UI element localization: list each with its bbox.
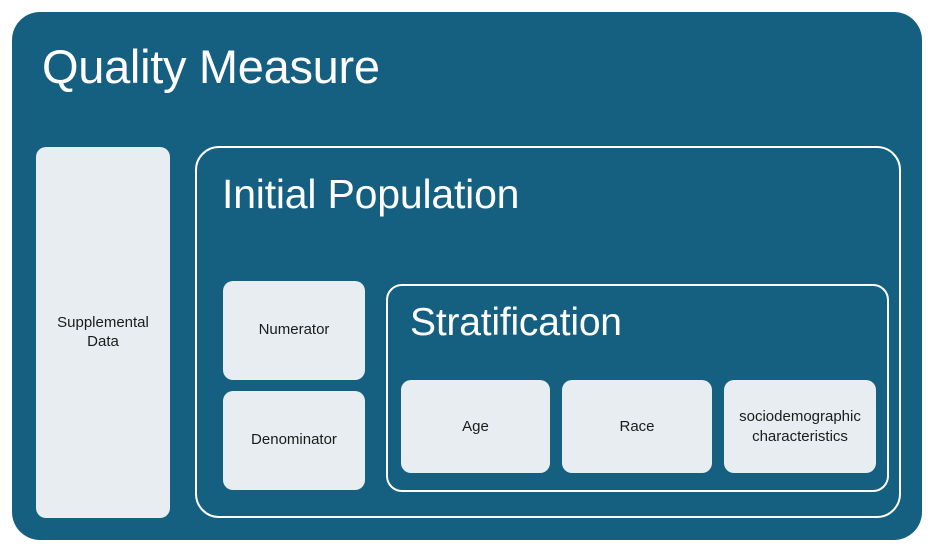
- denominator-label: Denominator: [251, 431, 337, 449]
- stratification-card-sociodemographic: sociodemographic characteristics: [724, 380, 876, 473]
- stratification-title: Stratification: [410, 301, 622, 344]
- numerator-card: Numerator: [223, 281, 365, 380]
- denominator-card: Denominator: [223, 391, 365, 490]
- stratification-race-label: Race: [619, 417, 655, 435]
- stratification-container: Stratification Age Race sociodemographic…: [386, 284, 889, 492]
- numerator-denominator-column: Numerator Denominator: [223, 281, 365, 490]
- initial-population-container: Initial Population Numerator Denominator…: [195, 146, 901, 518]
- supplemental-data-label: Supplemental Data: [57, 313, 149, 350]
- initial-population-title: Initial Population: [222, 171, 520, 217]
- supplemental-data-card: Supplemental Data: [36, 147, 170, 518]
- stratification-age-label: Age: [462, 417, 489, 435]
- quality-measure-container: Quality Measure Supplemental Data Initia…: [12, 12, 922, 540]
- quality-measure-title: Quality Measure: [42, 40, 380, 93]
- numerator-label: Numerator: [258, 321, 330, 339]
- stratification-categories: Age Race sociodemographic characteristic…: [401, 380, 878, 473]
- stratification-card-age: Age: [401, 380, 550, 473]
- stratification-sociodemographic-label: sociodemographic characteristics: [739, 408, 861, 445]
- stratification-card-race: Race: [562, 380, 712, 473]
